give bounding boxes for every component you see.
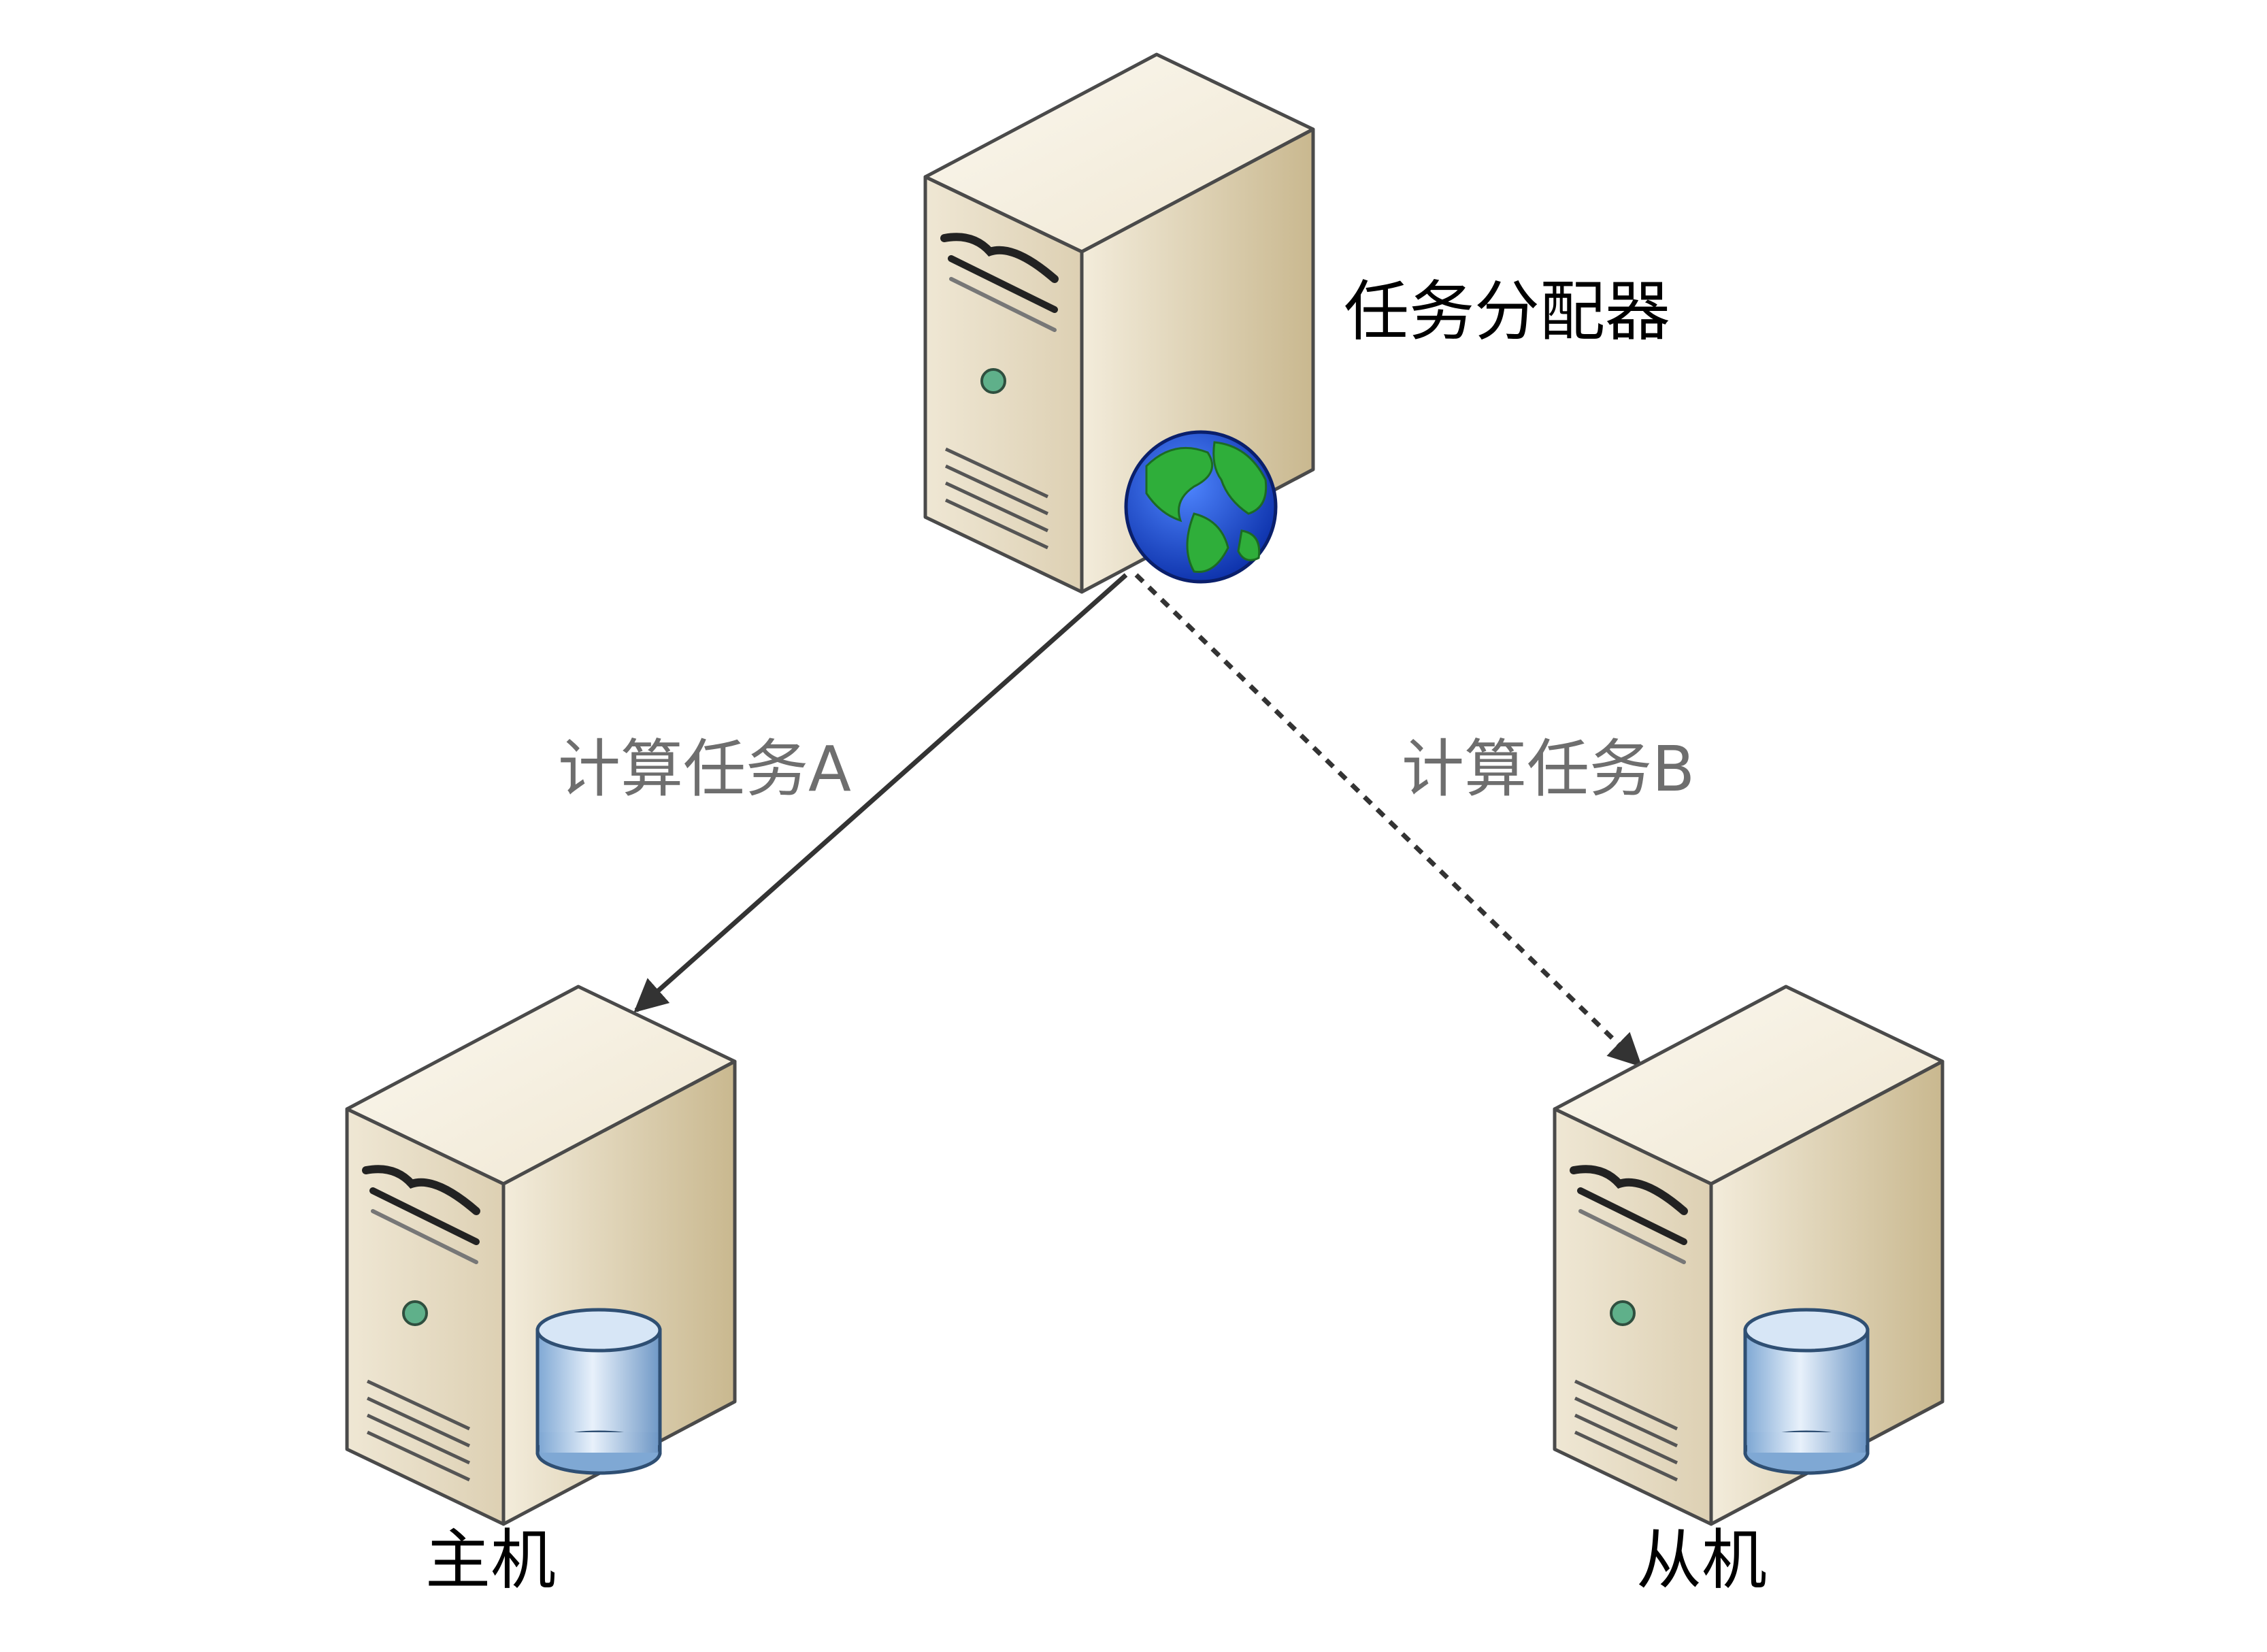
database-icon — [535, 1308, 662, 1475]
globe-icon — [1124, 430, 1278, 584]
master-label: 主机 — [425, 1522, 556, 1598]
edge-task-a-label: 计算任务A — [558, 733, 851, 806]
edge-task-b-label: 计算任务B — [1402, 733, 1695, 806]
slave-label: 从机 — [1636, 1522, 1767, 1598]
database-icon — [1743, 1308, 1870, 1475]
dispatcher-label: 任务分配器 — [1344, 274, 1670, 350]
edge-task-a-line — [633, 573, 1128, 1013]
edge-task-b-line — [1134, 573, 1642, 1068]
